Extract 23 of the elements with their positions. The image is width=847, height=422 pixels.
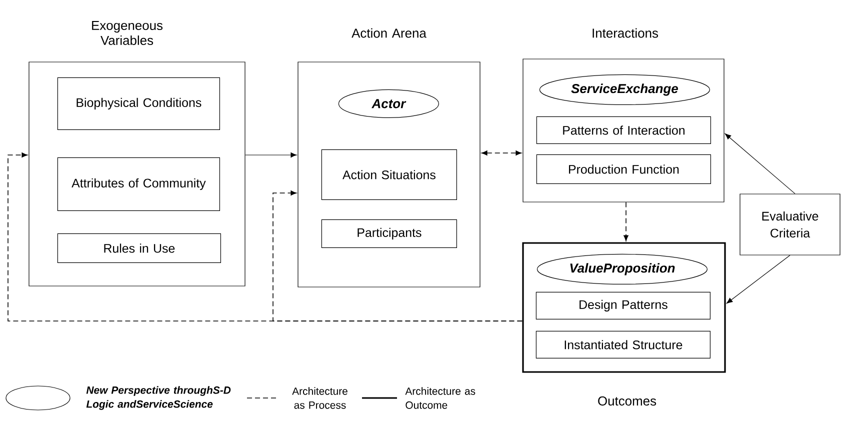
text-box: Design Patterns xyxy=(536,292,710,320)
text-box: Rules in Use xyxy=(57,233,221,263)
arrow xyxy=(624,202,628,242)
text-box: Evaluative Criteria xyxy=(740,194,840,256)
node-label: Action Arena xyxy=(352,28,426,38)
arrow xyxy=(245,152,297,158)
node-label: Interactions xyxy=(592,28,658,38)
text-box: Attributes of Community xyxy=(57,157,220,211)
node-label: Outcomes xyxy=(598,396,656,406)
legend-text: New Perspective throughS-D Logic andServiceScience xyxy=(86,386,231,410)
legend-text: Architecture as Outcome xyxy=(405,387,476,409)
legend-text: Architecture as Process xyxy=(292,387,348,409)
arrow xyxy=(724,133,796,194)
text-box: Production Function xyxy=(536,154,711,184)
arrow xyxy=(726,255,790,304)
node-label: Exogeneous Variables xyxy=(92,21,163,45)
arrow xyxy=(481,150,522,156)
text-box: Patterns of Interaction xyxy=(536,116,711,144)
text-box: Biophysical Conditions xyxy=(57,77,220,130)
text-box: Action Situations xyxy=(321,149,457,200)
arrow xyxy=(272,190,523,322)
text-box: Participants xyxy=(321,219,457,248)
text-box: Instantiated Structure xyxy=(536,330,710,358)
